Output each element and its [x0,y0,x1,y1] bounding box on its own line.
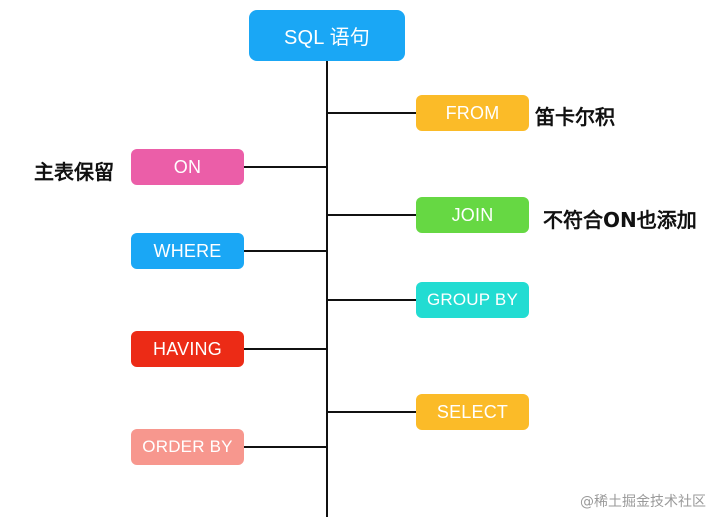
node-where: WHERE [131,233,244,269]
note-from-cartesian-product: 笛卡尔积 [535,105,615,129]
node-select: SELECT [416,394,529,430]
node-having: HAVING [131,331,244,367]
node-join-label: JOIN [451,204,494,225]
node-order-by-label: ORDER BY [142,437,233,456]
node-join: JOIN [416,197,529,233]
node-order-by: ORDER BY [131,429,244,465]
note-on-keep-main-table: 主表保留 [34,160,114,184]
node-group-by: GROUP BY [416,282,529,318]
node-group-by-label: GROUP BY [426,290,519,309]
node-from-label: FROM [445,102,500,123]
node-where-label: WHERE [153,240,222,261]
node-on-label: ON [173,156,202,177]
node-on: ON [131,149,244,185]
watermark-text: @稀土掘金技术社区 [580,494,706,510]
root-node-sql-statement: SQL 语句 [249,10,405,61]
root-node-label: SQL 语句 [283,27,371,49]
node-from: FROM [416,95,529,131]
node-select-label: SELECT [436,401,509,422]
node-having-label: HAVING [153,338,222,359]
note-join-add-unmatched: 不符合ON也添加 [543,208,697,232]
